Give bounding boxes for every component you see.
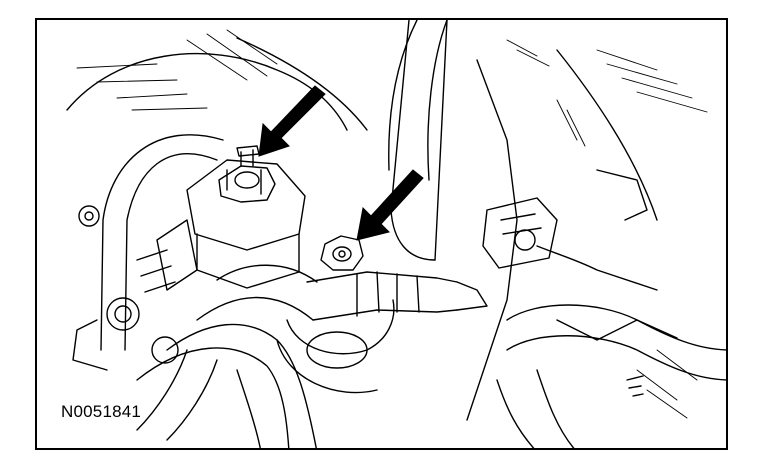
upper-nut [218, 145, 276, 203]
left-hose [124, 153, 218, 351]
arrow-icon-lower [356, 169, 424, 241]
lower-nut [320, 235, 364, 271]
technical-illustration [66, 20, 726, 448]
connector-clip [482, 197, 558, 269]
figure-id-label: N0051841 [61, 402, 142, 421]
horizontal-pipe [306, 271, 458, 283]
background-hatching [76, 29, 708, 419]
vertical-tube [390, 20, 448, 261]
illustration-frame: N0051841 [35, 18, 728, 450]
arrow-icon-upper [258, 85, 326, 157]
mounting-block [186, 159, 306, 251]
